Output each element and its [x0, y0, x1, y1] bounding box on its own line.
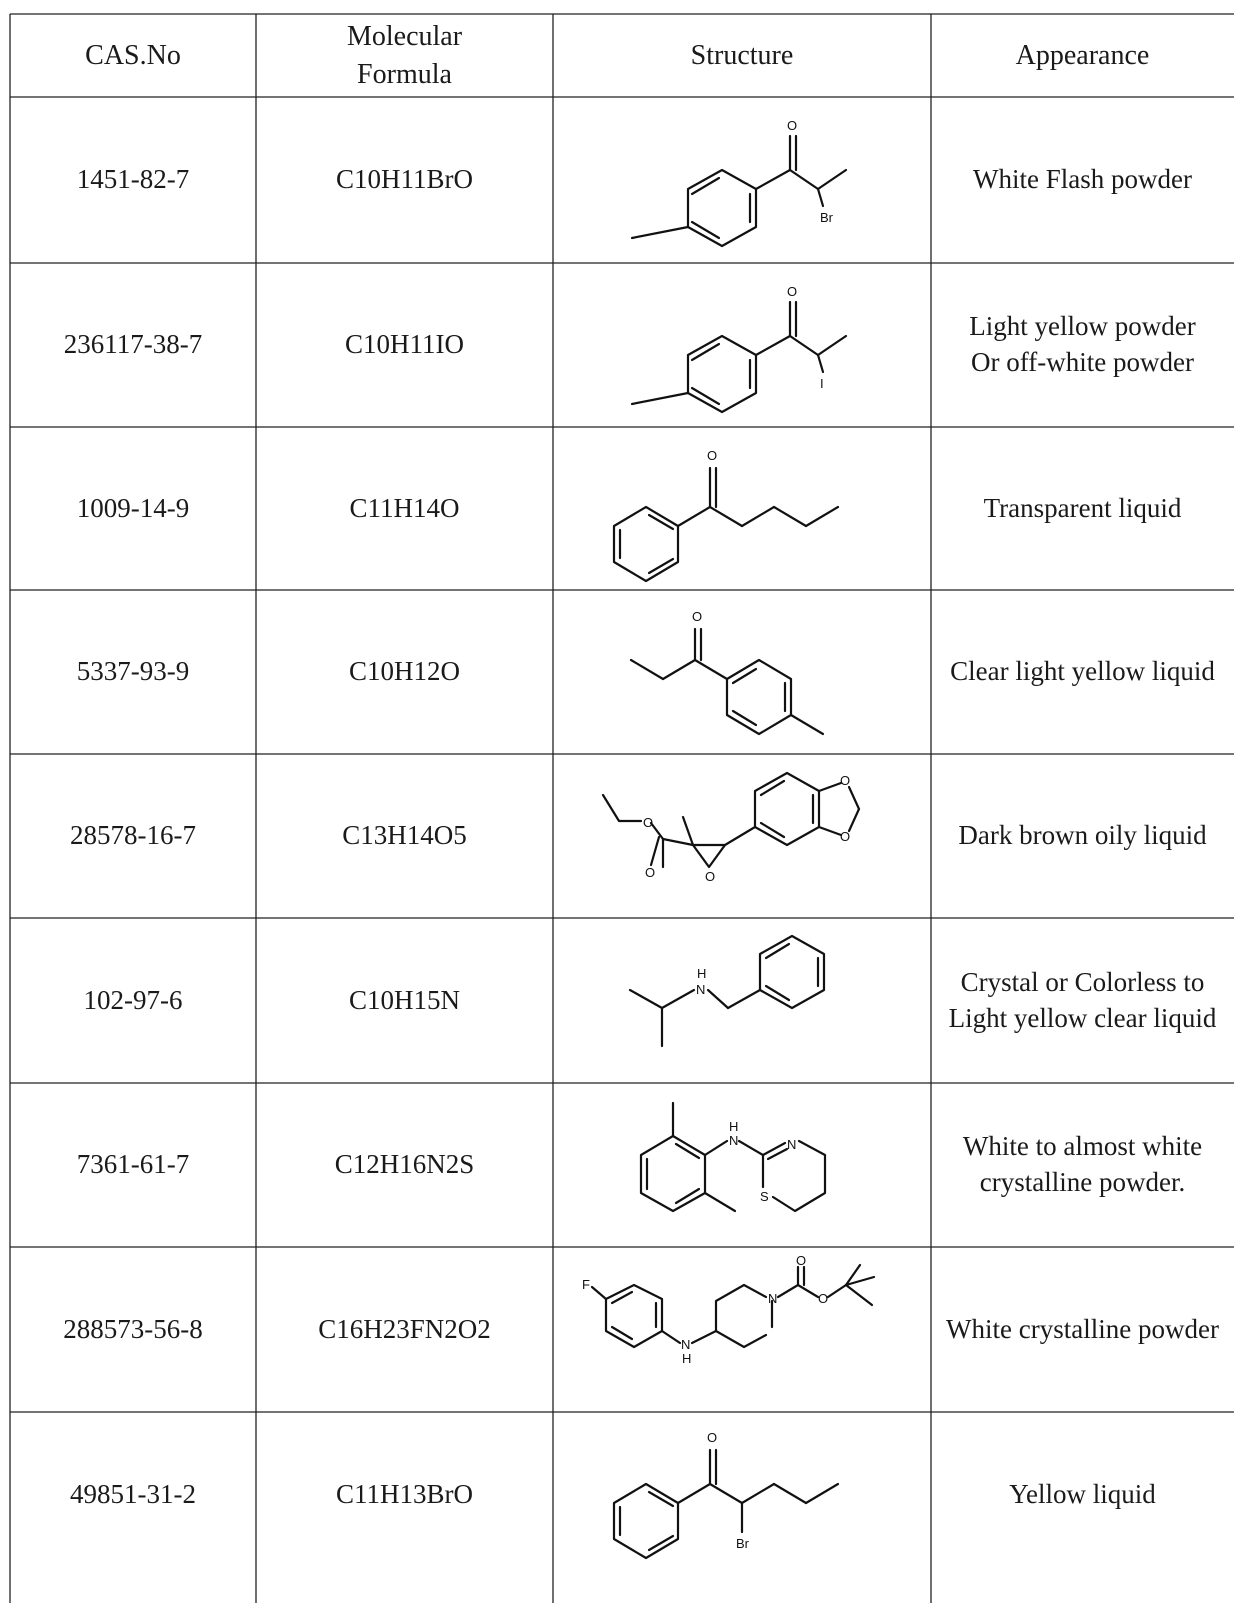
molecular-formula: C13H14O5: [342, 820, 467, 851]
cas-number: 5337-93-9: [76, 656, 190, 687]
cas-number: 236117-38-7: [63, 329, 203, 360]
atom-label: F: [582, 1277, 590, 1292]
appearance: White to almost white crystalline powder…: [962, 1131, 1203, 1197]
header-formula: Molecular Formula: [346, 21, 463, 90]
atom-label: S: [760, 1189, 769, 1204]
cas-number: 102-97-6: [83, 984, 183, 1015]
atom-label: H: [682, 1351, 691, 1366]
cas-number: 288573-56-8: [63, 1313, 203, 1344]
appearance: White Flash powder: [973, 164, 1192, 195]
atom-label: Br: [736, 1536, 750, 1551]
atom-label: O: [840, 829, 850, 844]
appearance: Crystal or Colorless to Light yellow cle…: [948, 966, 1217, 1033]
atom-label: O: [840, 773, 850, 788]
structure-diagram: O: [612, 448, 840, 583]
structure-diagram: H N: [628, 934, 826, 1048]
atom-label: O: [787, 118, 797, 133]
atom-label: H: [729, 1119, 738, 1134]
atom-label: O: [796, 1253, 806, 1268]
structure-diagram: O Br: [612, 1430, 840, 1560]
atom-label: I: [820, 376, 824, 391]
structure-diagram: H N N S: [639, 1101, 827, 1213]
header-appearance: Appearance: [1015, 39, 1150, 71]
molecular-formula: C10H11BrO: [335, 164, 473, 195]
molecular-formula: C11H14O: [349, 492, 460, 523]
header-cas: CAS.No: [85, 39, 181, 71]
atom-label: O: [643, 815, 653, 830]
cas-number: 7361-61-7: [76, 1149, 190, 1180]
molecular-formula: C10H12O: [348, 656, 460, 687]
cas-number: 1009-14-9: [76, 492, 190, 523]
molecular-formula: C10H11IO: [345, 329, 464, 360]
atom-label: O: [645, 865, 655, 880]
molecular-formula: C12H16N2S: [334, 1149, 475, 1180]
atom-label: N: [696, 982, 705, 997]
atom-label: H: [697, 966, 706, 981]
appearance: Light yellow powder Or off-white powder: [969, 311, 1196, 377]
atom-label: O: [818, 1291, 828, 1306]
structure-diagram: O O O O O: [601, 771, 861, 884]
structure-diagram: O I: [630, 284, 848, 414]
atom-label: Br: [820, 210, 834, 225]
atom-label: N: [681, 1337, 690, 1352]
molecular-formula: C10H15N: [348, 984, 460, 1015]
appearance: Clear light yellow liquid: [950, 656, 1215, 687]
cas-number: 28578-16-7: [70, 820, 196, 851]
cas-number: 49851-31-2: [70, 1478, 196, 1509]
appearance: White crystalline powder: [946, 1313, 1219, 1344]
structure-diagram: O Br: [630, 118, 848, 248]
structure-diagram: O: [629, 609, 825, 736]
header-structure: Structure: [690, 39, 794, 71]
atom-label: N: [729, 1133, 738, 1148]
atom-label: N: [768, 1291, 777, 1306]
atom-label: O: [707, 1430, 717, 1445]
atom-label: O: [787, 284, 797, 299]
appearance: Yellow liquid: [1009, 1478, 1156, 1509]
molecular-formula: C11H13BrO: [335, 1478, 473, 1509]
cas-number: 1451-82-7: [76, 164, 190, 195]
structure-diagram: F N H N O O: [582, 1253, 876, 1366]
appearance: Transparent liquid: [983, 492, 1182, 523]
atom-label: O: [707, 448, 717, 463]
atom-label: O: [705, 869, 715, 884]
molecular-formula: C16H23FN2O2: [318, 1313, 491, 1344]
atom-label: O: [692, 609, 702, 624]
atom-label: N: [787, 1137, 796, 1152]
appearance: Dark brown oily liquid: [958, 820, 1207, 851]
